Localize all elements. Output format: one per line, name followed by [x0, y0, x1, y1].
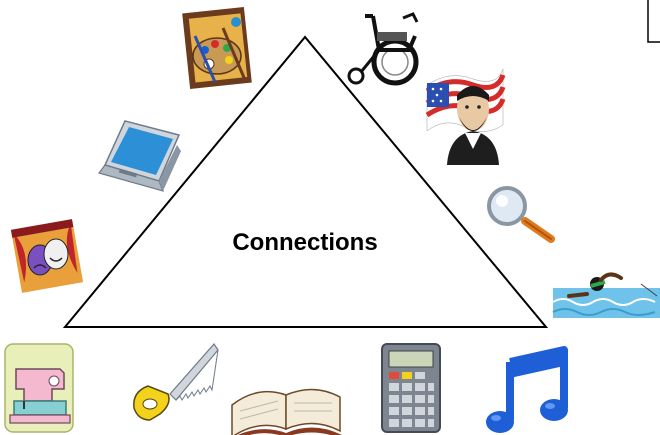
laptop-icon	[97, 120, 181, 192]
swimmer-icon	[552, 272, 660, 318]
wheelchair-icon	[347, 12, 419, 86]
sewing-machine-icon	[4, 343, 74, 433]
music-note-icon	[486, 346, 568, 433]
saw-icon	[133, 343, 219, 421]
open-book-icon	[231, 388, 342, 435]
art-palette-icon	[182, 6, 252, 90]
corner-frame	[647, 0, 660, 43]
center-label: Connections	[232, 229, 377, 256]
abraham-lincoln-flag-icon	[425, 68, 506, 165]
calculator-icon	[381, 343, 441, 433]
triangle-shape	[62, 35, 549, 328]
theater-masks-icon	[10, 219, 84, 293]
magnifying-glass-icon	[487, 186, 555, 243]
